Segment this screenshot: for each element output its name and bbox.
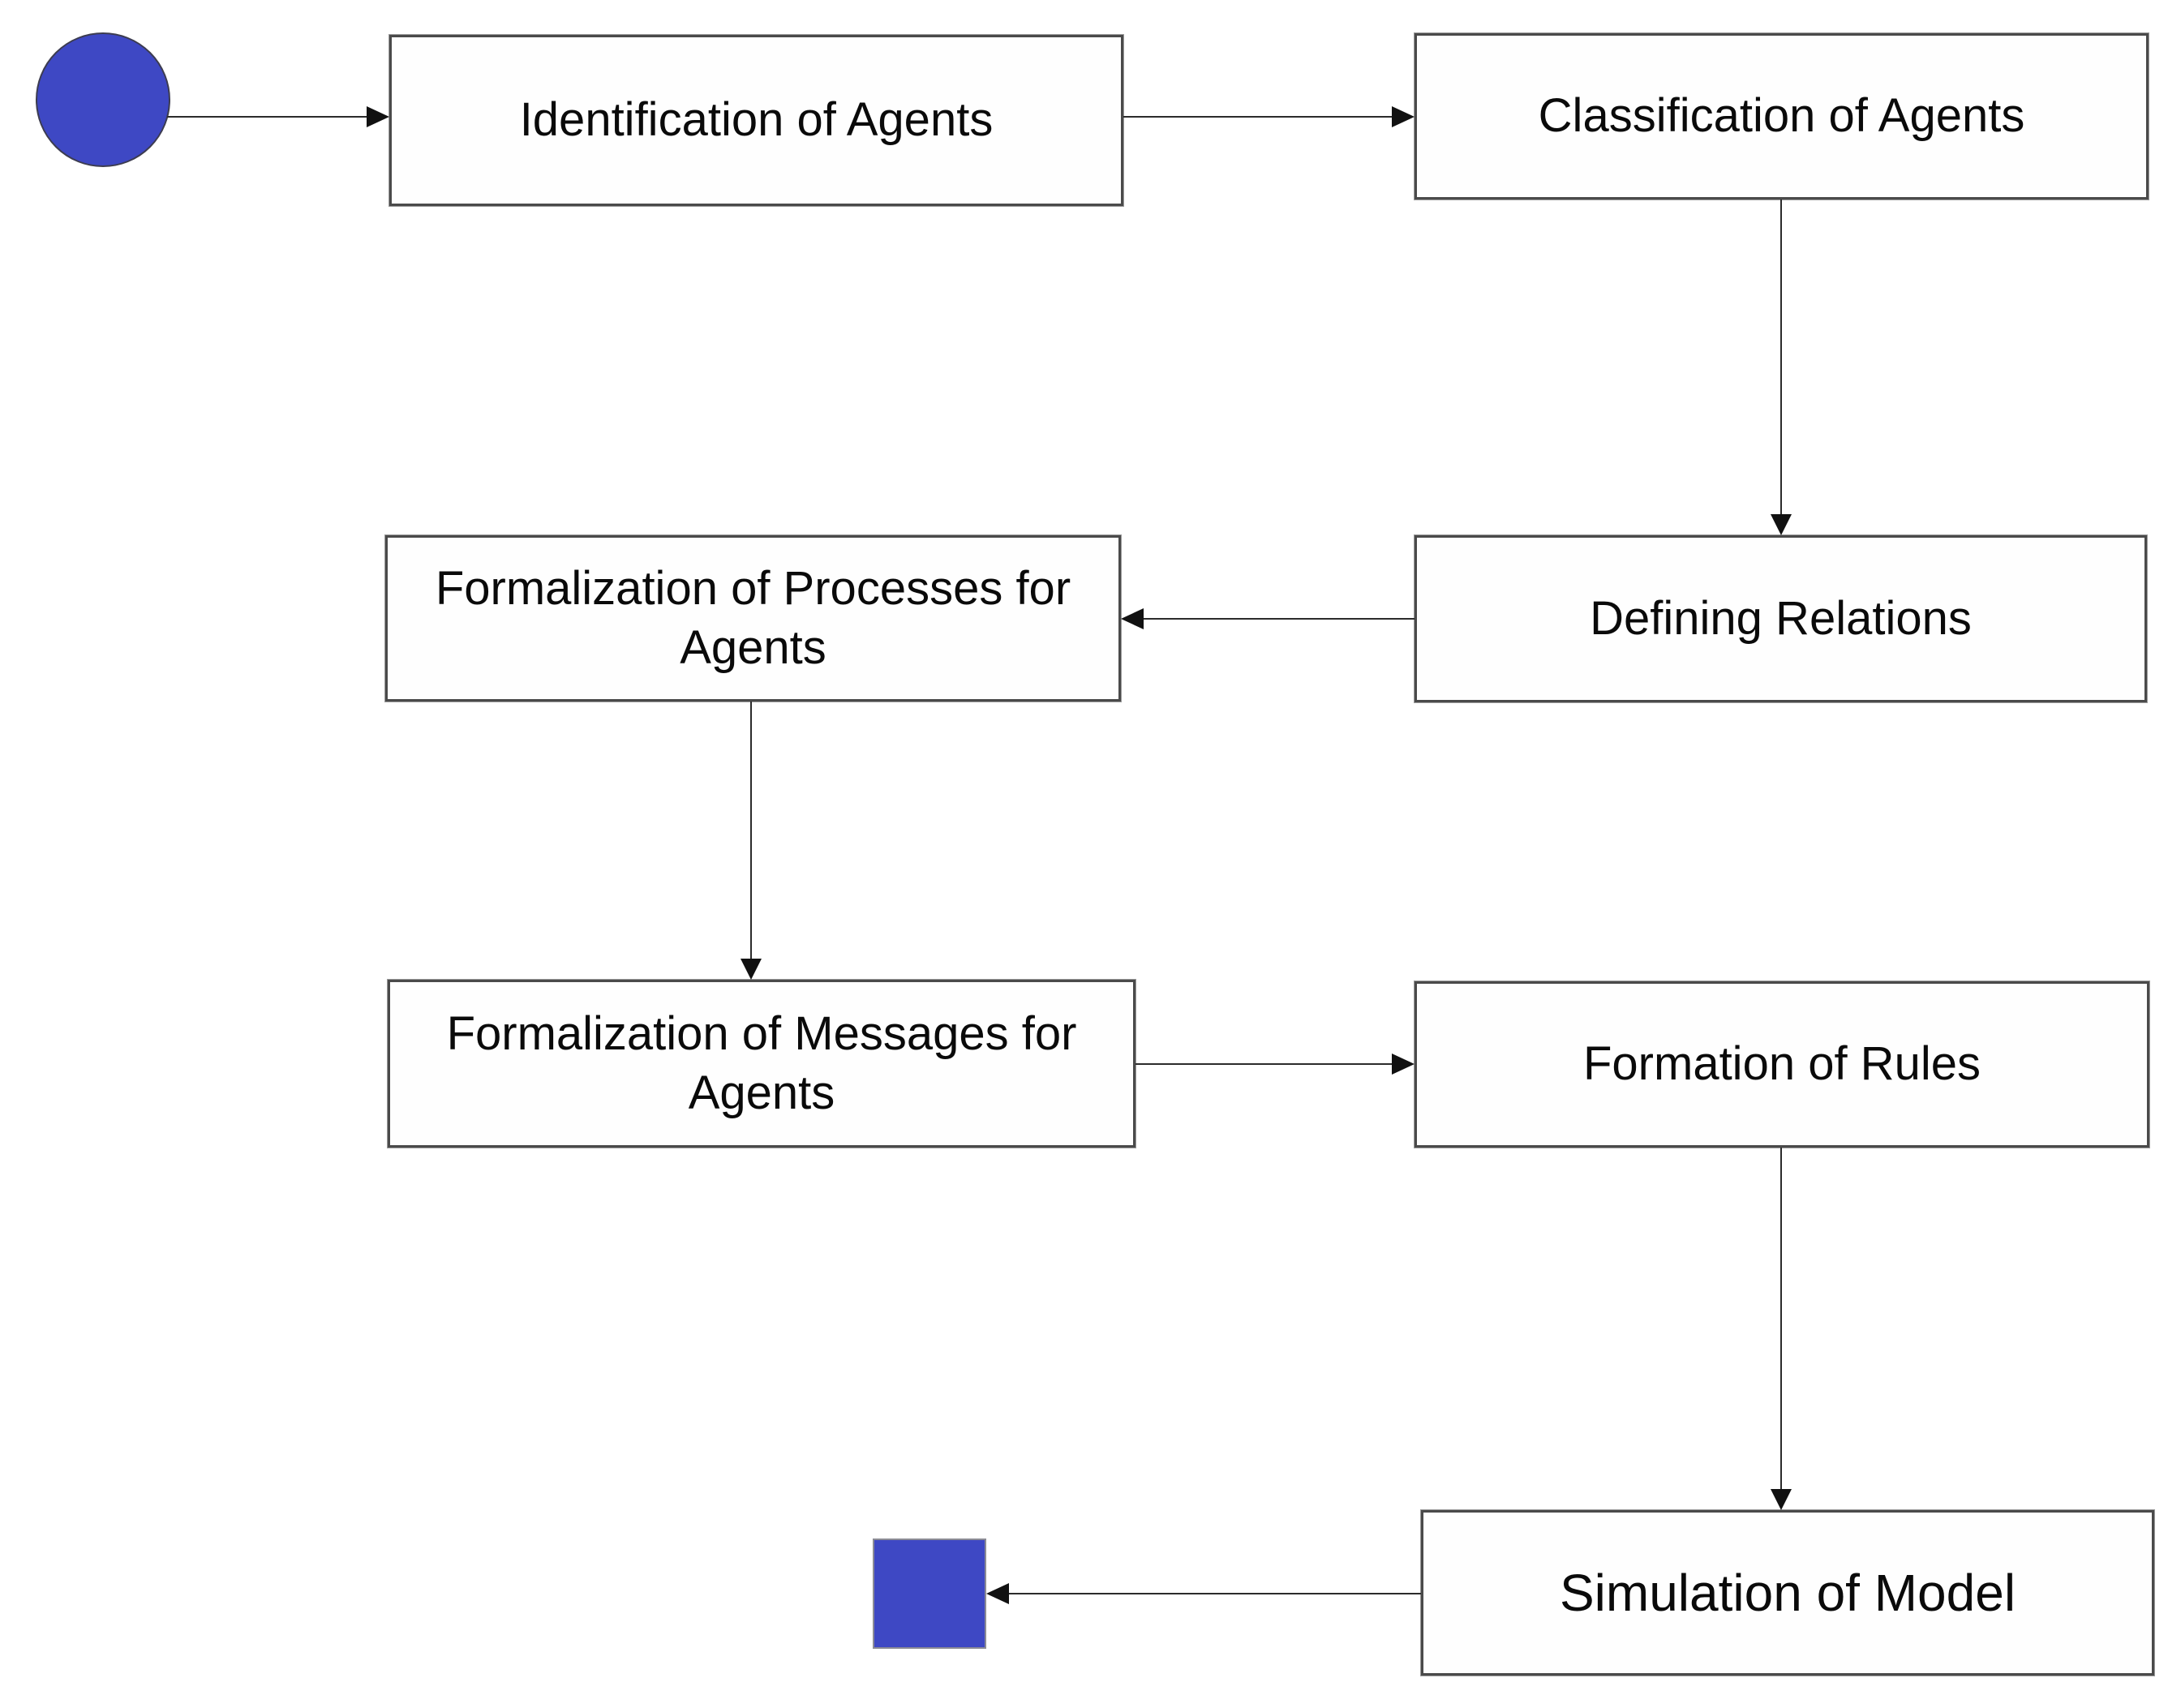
start-node-circle	[36, 32, 170, 167]
node-formalization-of-messages: Formalization of Messages for Agents	[388, 980, 1136, 1148]
node-formalization-of-messages-label: Formalization of Messages for Agents	[446, 1007, 1077, 1119]
edge-identification-to-classification	[1123, 116, 1394, 118]
node-simulation-of-model: Simulation of Model	[1421, 1510, 2154, 1676]
node-classification-of-agents: Classification of Agents	[1415, 33, 2149, 200]
node-identification-of-agents-label: Identification of Agents	[519, 93, 994, 147]
node-classification-of-agents-label: Classification of Agents	[1538, 89, 2025, 143]
node-defining-relations-label: Defining Relations	[1590, 591, 1972, 645]
arrowhead-left-icon	[986, 1583, 1009, 1604]
edge-processes-to-messages	[750, 702, 752, 960]
node-defining-relations: Defining Relations	[1415, 535, 2147, 702]
arrowhead-down-icon	[1771, 1489, 1792, 1510]
node-formation-of-rules: Formation of Rules	[1415, 981, 2149, 1148]
edge-messages-to-rules	[1136, 1063, 1393, 1065]
arrowhead-down-icon	[741, 959, 762, 980]
node-simulation-of-model-label: Simulation of Model	[1559, 1564, 2016, 1622]
edge-simulation-to-end	[1007, 1593, 1421, 1594]
node-identification-of-agents: Identification of Agents	[389, 35, 1123, 206]
end-node-square	[873, 1538, 986, 1649]
arrowhead-right-icon	[367, 106, 389, 127]
arrowhead-right-icon	[1392, 106, 1415, 127]
arrowhead-right-icon	[1392, 1054, 1415, 1075]
edge-classification-to-defining-relations	[1780, 200, 1782, 516]
arrowhead-left-icon	[1121, 608, 1144, 629]
node-formalization-of-processes-label: Formalization of Processes for Agents	[435, 562, 1071, 674]
edge-defining-relations-to-processes	[1142, 618, 1415, 620]
arrowhead-down-icon	[1771, 514, 1792, 535]
node-formalization-of-processes: Formalization of Processes for Agents	[385, 535, 1121, 702]
node-formation-of-rules-label: Formation of Rules	[1583, 1037, 1981, 1091]
edge-rules-to-simulation	[1780, 1148, 1782, 1491]
edge-start-to-identification	[167, 116, 370, 118]
